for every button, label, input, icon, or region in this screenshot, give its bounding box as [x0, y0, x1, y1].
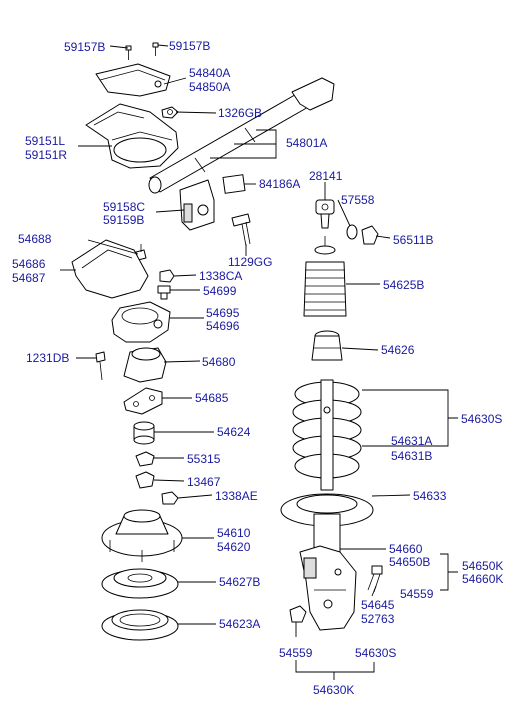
- label-59157b-left: 59157B: [64, 40, 105, 54]
- strut-mount-54610: [101, 509, 183, 562]
- leader-lines: [60, 44, 458, 680]
- mount-54695: [111, 301, 171, 343]
- spring-seat-54633: [280, 493, 374, 527]
- label-54630s-bottom: 54630S: [355, 646, 396, 660]
- label-52763: 52763: [361, 612, 395, 626]
- label-59151l: 59151L: [25, 134, 65, 148]
- bracket-59158c: [179, 179, 215, 231]
- label-54645: 54645: [361, 598, 395, 612]
- nut-1338ca: [159, 269, 175, 283]
- label-54627b: 54627B: [219, 575, 260, 589]
- label-54559-right: 54559: [400, 587, 434, 601]
- bolt-54699: [157, 285, 171, 300]
- label-59158c: 59158C: [103, 200, 145, 214]
- label-59159b: 59159B: [103, 213, 144, 227]
- label-54630s-right: 54630S: [461, 412, 502, 426]
- label-1326gb: 1326GB: [218, 106, 262, 120]
- label-54650k: 54650K: [462, 559, 503, 573]
- seat-54623a: [101, 609, 179, 641]
- label-1338ae: 1338AE: [215, 489, 258, 503]
- label-54633: 54633: [413, 489, 447, 503]
- bumpstop-54626: [311, 330, 343, 361]
- strut-54650k: [299, 513, 357, 631]
- label-57558: 57558: [341, 193, 375, 207]
- shaft-54801a: [148, 77, 335, 194]
- label-54623a: 54623A: [219, 617, 260, 631]
- label-54610: 54610: [217, 526, 251, 540]
- label-54699: 54699: [203, 284, 237, 298]
- label-1129gg: 1129GG: [228, 255, 272, 269]
- label-54650b: 54650B: [389, 555, 430, 569]
- label-54686: 54686: [12, 257, 46, 271]
- label-54840a: 54840A: [189, 66, 230, 80]
- bolt-1129gg: [231, 213, 251, 247]
- cover-59151l: [85, 103, 179, 169]
- bracket-54840a: [95, 63, 171, 97]
- nut-1338ae: [161, 491, 179, 505]
- label-56511b: 56511B: [393, 233, 433, 247]
- label-54626: 54626: [381, 343, 415, 357]
- bolt-59157b-right: [152, 42, 159, 56]
- label-54696: 54696: [206, 319, 240, 333]
- label-54631b: 54631B: [391, 449, 432, 463]
- label-59151r: 59151R: [25, 148, 67, 162]
- label-1231db: 1231DB: [26, 351, 69, 365]
- guard-54686: [71, 239, 149, 299]
- spring-54631a: [292, 379, 362, 491]
- label-54624: 54624: [217, 425, 251, 439]
- nut-13467: [135, 471, 155, 489]
- label-54660: 54660: [389, 542, 423, 556]
- boot-54625b: [303, 236, 347, 317]
- label-54625b: 54625B: [383, 278, 424, 292]
- label-54685: 54685: [195, 391, 229, 405]
- bearing-54627b: [101, 568, 179, 599]
- screw-1231db: [95, 351, 106, 381]
- pad-84186a: [222, 174, 246, 194]
- label-54631a: 54631A: [391, 434, 432, 448]
- nut-56511b: [361, 225, 379, 245]
- nut-1326gb: [161, 106, 179, 119]
- bushing-54624: [133, 421, 155, 445]
- label-54688: 54688: [18, 232, 52, 246]
- label-84186a: 84186A: [259, 177, 300, 191]
- label-54660k: 54660K: [462, 572, 503, 586]
- label-54801a: 54801A: [286, 136, 327, 150]
- bracket-54685: [123, 387, 163, 415]
- balljoint-28141: [315, 199, 335, 229]
- label-28141: 28141: [309, 169, 343, 183]
- label-54630k: 54630K: [313, 683, 354, 697]
- label-54680: 54680: [202, 355, 236, 369]
- mount-54680: [123, 347, 167, 383]
- label-54620: 54620: [217, 540, 251, 554]
- washer-55315: [135, 451, 155, 467]
- label-59157b-right: 59157B: [169, 39, 210, 53]
- label-55315: 55315: [187, 452, 221, 466]
- label-1338ca: 1338CA: [199, 269, 242, 283]
- label-54559-bottom: 54559: [279, 646, 313, 660]
- label-54850a: 54850A: [189, 80, 230, 94]
- washer-57558: [346, 224, 358, 240]
- nut-54559: [289, 605, 307, 623]
- label-13467: 13467: [187, 475, 221, 489]
- label-54695: 54695: [206, 306, 240, 320]
- label-54687: 54687: [12, 271, 46, 285]
